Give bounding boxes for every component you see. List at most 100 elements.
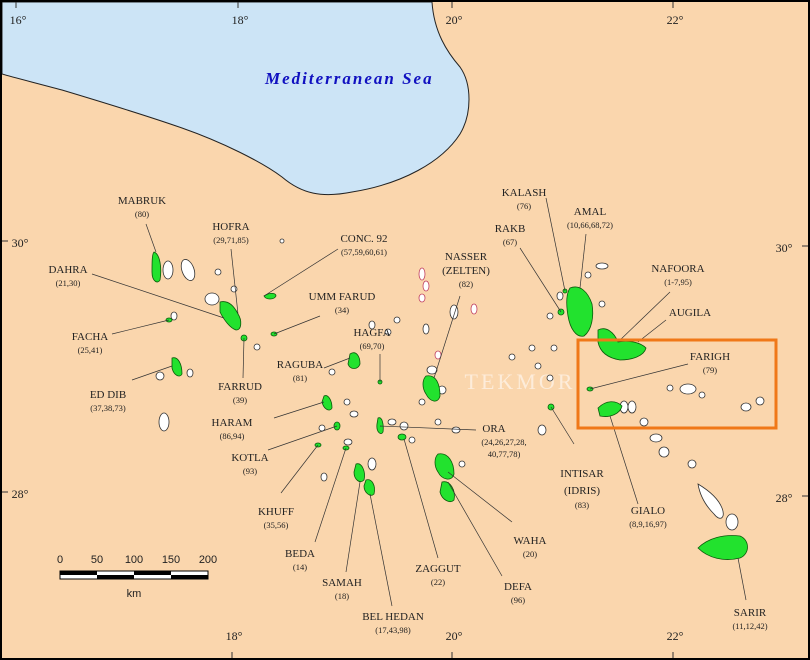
svg-text:(93): (93) [243, 466, 257, 476]
svg-text:(1-7,95): (1-7,95) [664, 277, 692, 287]
svg-text:FACHA: FACHA [72, 331, 109, 343]
svg-text:(57,59,60,61): (57,59,60,61) [341, 247, 387, 257]
scale-tick-150: 150 [162, 554, 180, 566]
scale-tick-50: 50 [91, 554, 103, 566]
field-label-umm-farud: UMM FARUD (34) [309, 291, 376, 315]
lon-label-18-bottom: 18° [226, 629, 243, 643]
lon-label-22-top: 22° [667, 13, 684, 27]
svg-text:INTISAR: INTISAR [560, 468, 604, 480]
svg-text:(76): (76) [517, 201, 531, 211]
field-label-haram: HARAM (86,94) [212, 417, 253, 441]
svg-text:(11,12,42): (11,12,42) [732, 621, 767, 631]
field-label-samah: SAMAH (18) [322, 577, 362, 601]
lon-label-18-top: 18° [232, 13, 249, 27]
lat-label-30-right: 30° [776, 241, 793, 255]
lat-label-28-left: 28° [12, 487, 29, 501]
watermark-text: TEKMOR [465, 369, 576, 394]
svg-text:DAHRA: DAHRA [48, 264, 87, 276]
svg-text:40,77,78): 40,77,78) [488, 449, 521, 459]
field-label-nasser: NASSER (ZELTEN) (82) [442, 251, 490, 289]
svg-text:SAMAH: SAMAH [322, 577, 362, 589]
field-label-intisar: INTISAR (IDRIS) (83) [560, 468, 604, 510]
scale-tick-100: 100 [125, 554, 143, 566]
svg-text:(69,70): (69,70) [360, 341, 385, 351]
scale-tick-200: 200 [199, 554, 217, 566]
svg-text:GIALO: GIALO [631, 505, 665, 517]
svg-text:KHUFF: KHUFF [258, 506, 294, 518]
field-label-conc-92: CONC. 92 (57,59,60,61) [340, 233, 387, 257]
svg-text:(14): (14) [293, 562, 307, 572]
field-label-gialo: GIALO (8,9,16,97) [629, 505, 667, 529]
field-label-bel-hedan: BEL HEDAN (17,43,98) [362, 611, 424, 635]
svg-text:(81): (81) [293, 373, 307, 383]
svg-text:KALASH: KALASH [502, 187, 547, 199]
svg-text:(37,38,73): (37,38,73) [90, 403, 126, 413]
field-label-ed-dib: ED DIB (37,38,73) [90, 389, 126, 413]
svg-text:MABRUK: MABRUK [118, 195, 166, 207]
nasser-fields [418, 267, 478, 360]
svg-text:BEDA: BEDA [285, 548, 315, 560]
field-label-mabruk: MABRUK (80) [118, 195, 166, 219]
field-label-hofra: HOFRA (29,71,85) [212, 221, 249, 245]
svg-text:(ZELTEN): (ZELTEN) [442, 265, 490, 277]
svg-text:(29,71,85): (29,71,85) [213, 235, 249, 245]
svg-text:(39): (39) [233, 395, 247, 405]
svg-text:(24,26,27,28,: (24,26,27,28, [481, 437, 526, 447]
field-label-waha: WAHA (20) [514, 535, 547, 559]
svg-text:ZAGGUT: ZAGGUT [415, 563, 460, 575]
field-label-ora: ORA (24,26,27,28, 40,77,78) [481, 423, 526, 459]
svg-text:ED DIB: ED DIB [90, 389, 126, 401]
lon-label-20-top: 20° [446, 13, 463, 27]
svg-text:(10,66,68,72): (10,66,68,72) [567, 220, 613, 230]
svg-text:(21,30): (21,30) [56, 278, 81, 288]
leader-lines [91, 197, 747, 607]
field-label-sarir: SARIR (11,12,42) [732, 607, 767, 631]
svg-text:AUGILA: AUGILA [669, 307, 711, 319]
svg-text:KOTLA: KOTLA [231, 452, 268, 464]
svg-text:(34): (34) [335, 305, 349, 315]
field-labels: MABRUK (80) HOFRA (29,71,85) CONC. 92 (5… [48, 187, 767, 635]
svg-text:(96): (96) [511, 595, 525, 605]
svg-text:AMAL: AMAL [574, 206, 607, 218]
mediterranean-sea [2, 2, 470, 196]
field-label-facha: FACHA (25,41) [72, 331, 109, 355]
field-label-kalash: KALASH (76) [502, 187, 547, 211]
lat-label-30-left: 30° [12, 236, 29, 250]
svg-text:(22): (22) [431, 577, 445, 587]
field-label-farrud: FARRUD (39) [218, 381, 262, 405]
svg-text:FARRUD: FARRUD [218, 381, 262, 393]
field-label-farigh: FARIGH (79) [690, 351, 730, 375]
lat-label-28-right: 28° [776, 491, 793, 505]
field-label-khuff: KHUFF (35,56) [258, 506, 294, 530]
svg-text:(IDRIS): (IDRIS) [564, 485, 600, 497]
svg-text:(18): (18) [335, 591, 349, 601]
field-label-amal: AMAL (10,66,68,72) [567, 206, 613, 230]
svg-text:FARIGH: FARIGH [690, 351, 730, 363]
svg-text:NASSER: NASSER [445, 251, 488, 263]
svg-text:(83): (83) [575, 500, 589, 510]
field-label-defa: DEFA (96) [504, 581, 532, 605]
svg-text:HARAM: HARAM [212, 417, 253, 429]
svg-text:(80): (80) [135, 209, 149, 219]
field-label-rakb: RAKB (67) [495, 223, 526, 247]
svg-text:DEFA: DEFA [504, 581, 532, 593]
gas-fields [155, 238, 765, 531]
field-label-hagfa: HAGFA (69,70) [353, 327, 390, 351]
lon-label-22-bottom: 22° [667, 629, 684, 643]
svg-text:HAGFA: HAGFA [353, 327, 390, 339]
svg-text:ORA: ORA [482, 423, 505, 435]
field-label-zaggut: ZAGGUT (22) [415, 563, 460, 587]
scale-tick-0: 0 [57, 554, 63, 566]
svg-text:SARIR: SARIR [734, 607, 767, 619]
svg-text:(25,41): (25,41) [78, 345, 103, 355]
scale-unit: km [127, 588, 142, 600]
svg-text:(67): (67) [503, 237, 517, 247]
farigh-highlight-box [576, 338, 778, 430]
lon-label-16-top: 16° [10, 13, 27, 27]
oil-fields [151, 251, 748, 560]
field-label-beda: BEDA (14) [285, 548, 315, 572]
lon-label-20-bottom: 20° [446, 629, 463, 643]
svg-text:(86,94): (86,94) [220, 431, 245, 441]
